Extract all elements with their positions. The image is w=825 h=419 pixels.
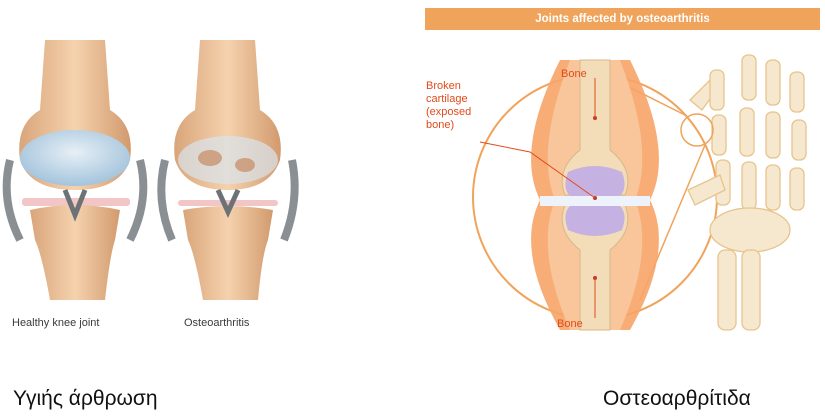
broken-cartilage-annotation: Broken cartilage (exposed bone) [426,80,471,132]
healthy-knee-label: Healthy knee joint [12,317,99,329]
broken-cartilage-line-2: cartilage [426,93,471,106]
osteoarthritis-knee-graphic [161,40,294,300]
caption-osteoarthritis: Οστεοαρθρίτιδα [603,387,751,411]
broken-cartilage-line-4: bone) [426,119,471,132]
caption-healthy-joint: Υγιής άρθρωση [13,387,158,411]
hand-skeleton-graphic [688,55,806,330]
healthy-knee-graphic [7,40,144,300]
broken-cartilage-line-1: Broken [426,80,471,93]
broken-cartilage-line-3: (exposed [426,106,471,119]
bone-top-label: Bone [561,68,587,80]
hand-joint-illustration [420,0,825,340]
bone-bottom-label: Bone [557,318,583,330]
osteoarthritis-label: Osteoarthritis [184,317,249,329]
knee-comparison-illustration [0,40,300,300]
